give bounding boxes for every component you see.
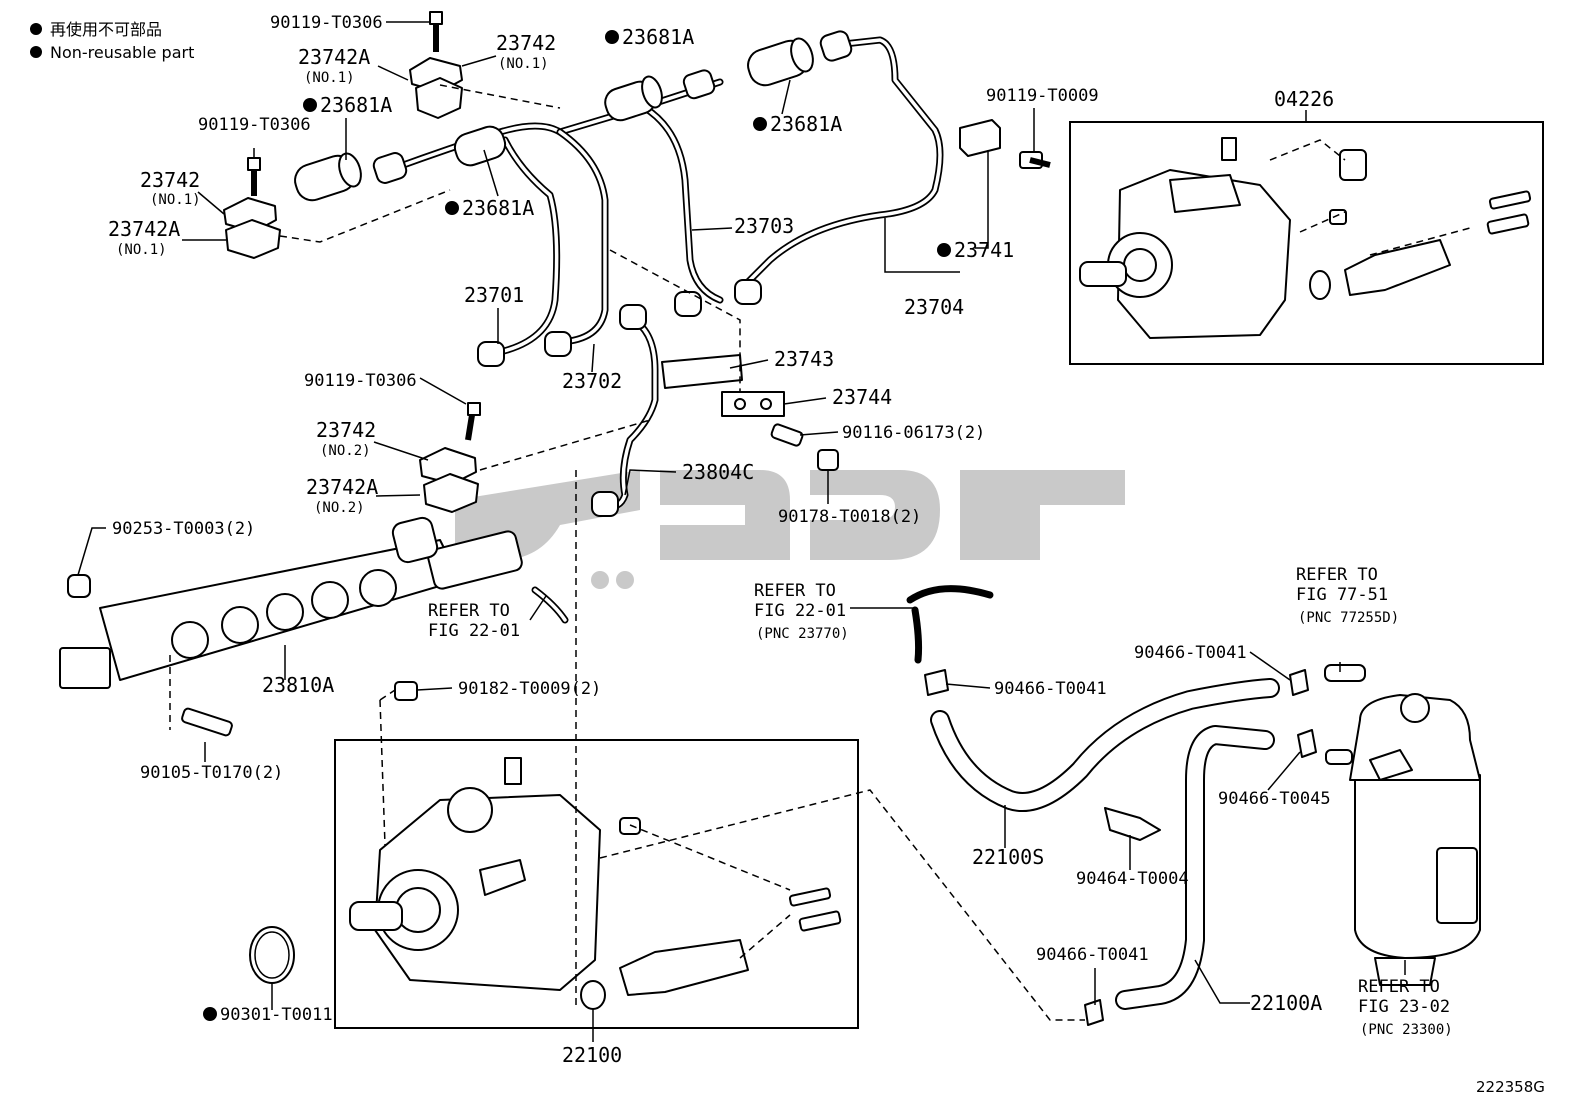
- label-sub: (NO.1): [304, 70, 355, 86]
- label-90466-t0041: 90466-T0041: [994, 679, 1107, 699]
- label-23681a: 23681A: [320, 93, 392, 117]
- label-23742: 23742: [496, 31, 556, 55]
- label-23804c: 23804C: [682, 460, 754, 484]
- label-23810a: 23810A: [262, 673, 334, 697]
- non-reusable-dot-icon: [445, 201, 459, 215]
- label-90466-t0041: 90466-T0041: [1036, 945, 1149, 965]
- label-refer-fig: FIG 23-02: [1358, 997, 1450, 1017]
- label-22100: 22100: [562, 1043, 622, 1067]
- misc-top-parts: [661, 119, 1051, 471]
- label-90466-t0041: 90466-T0041: [1134, 643, 1247, 663]
- label-90105-t0170: 90105-T0170(2): [140, 763, 283, 783]
- label-23742a: 23742A: [108, 217, 180, 241]
- leader-lines: [77, 21, 1406, 1042]
- non-reusable-dot-icon: [753, 117, 767, 131]
- label-90119-t0306: 90119-T0306: [304, 371, 417, 391]
- label-refer-fig: FIG 77-51: [1296, 585, 1388, 605]
- label-23702: 23702: [562, 369, 622, 393]
- label-sub: (NO.2): [320, 443, 371, 459]
- label-90301-t0011: 90301-T0011: [220, 1005, 333, 1025]
- label-refer: REFER TO: [1358, 977, 1440, 997]
- label-23681a: 23681A: [462, 196, 534, 220]
- watermark-logo: [455, 470, 1125, 589]
- pipe-sleeves: [294, 30, 853, 517]
- fuel-filter: [1325, 693, 1481, 986]
- label-refer-pnc: (PNC 23300): [1360, 1022, 1453, 1038]
- pump-assembly-main: [249, 681, 842, 1010]
- legend: 再使用不可部品 Non-reusable part: [30, 20, 194, 62]
- pump-assembly-small: [1079, 137, 1532, 339]
- label-refer: REFER TO: [1296, 565, 1378, 585]
- non-reusable-dot-icon: [203, 1007, 217, 1021]
- label-refer: REFER TO: [428, 601, 510, 621]
- label-22100s: 22100S: [972, 845, 1044, 869]
- label-90178-t0018: 90178-T0018(2): [778, 507, 921, 527]
- label-23742a: 23742A: [298, 45, 370, 69]
- non-reusable-dot-icon: [30, 46, 42, 58]
- non-reusable-dot-icon: [303, 98, 317, 112]
- label-90182-t0009: 90182-T0009(2): [458, 679, 601, 699]
- label-23701: 23701: [464, 283, 524, 307]
- label-sub: (NO.1): [116, 242, 167, 258]
- label-refer-fig: FIG 22-01: [428, 621, 520, 641]
- label-90119-t0306: 90119-T0306: [270, 13, 383, 33]
- label-23704: 23704: [904, 295, 964, 319]
- label-90119-t0306: 90119-T0306: [198, 115, 311, 135]
- non-reusable-dot-icon: [30, 23, 42, 35]
- label-23744: 23744: [832, 385, 892, 409]
- assembly-box-22100: [334, 739, 859, 1029]
- label-90116-06173: 90116-06173(2): [842, 423, 985, 443]
- part-labels: 90119-T0306 23742 (NO.1) 23742A (NO.1) 2…: [108, 13, 1545, 1096]
- common-rail: [59, 516, 569, 737]
- label-90253-t0003: 90253-T0003(2): [112, 519, 255, 539]
- label-23741: 23741: [954, 238, 1014, 262]
- label-sub: (NO.2): [314, 500, 365, 516]
- label-sub: (NO.1): [498, 56, 549, 72]
- label-23742a: 23742A: [306, 475, 378, 499]
- legend-jp: 再使用不可部品: [50, 20, 162, 39]
- label-sub: (NO.1): [150, 192, 201, 208]
- label-23681a: 23681A: [622, 25, 694, 49]
- non-reusable-dot-icon: [605, 30, 619, 44]
- label-22100a: 22100A: [1250, 991, 1322, 1015]
- injection-pipes: [391, 36, 944, 510]
- label-refer-pnc: (PNC 23770): [756, 626, 849, 642]
- label-23743: 23743: [774, 347, 834, 371]
- label-23742: 23742: [316, 418, 376, 442]
- pipe-clamps-no1: [223, 11, 481, 513]
- label-90119-t0009: 90119-T0009: [986, 86, 1099, 106]
- label-23703: 23703: [734, 214, 794, 238]
- dashed-connectors: [169, 84, 1471, 1021]
- label-90464-t0004: 90464-T0004: [1076, 869, 1189, 889]
- label-refer: REFER TO: [754, 581, 836, 601]
- label-23681a: 23681A: [770, 112, 842, 136]
- non-reusable-dot-icon: [937, 243, 951, 257]
- label-refer-pnc: (PNC 77255D): [1298, 610, 1399, 626]
- label-90466-t0045: 90466-T0045: [1218, 789, 1331, 809]
- fuel-hoses: [906, 585, 1366, 1026]
- figure-code: 222358G: [1476, 1078, 1545, 1096]
- label-23742: 23742: [140, 168, 200, 192]
- label-refer-fig: FIG 22-01: [754, 601, 846, 621]
- label-04226: 04226: [1274, 87, 1334, 111]
- legend-en: Non-reusable part: [50, 43, 194, 62]
